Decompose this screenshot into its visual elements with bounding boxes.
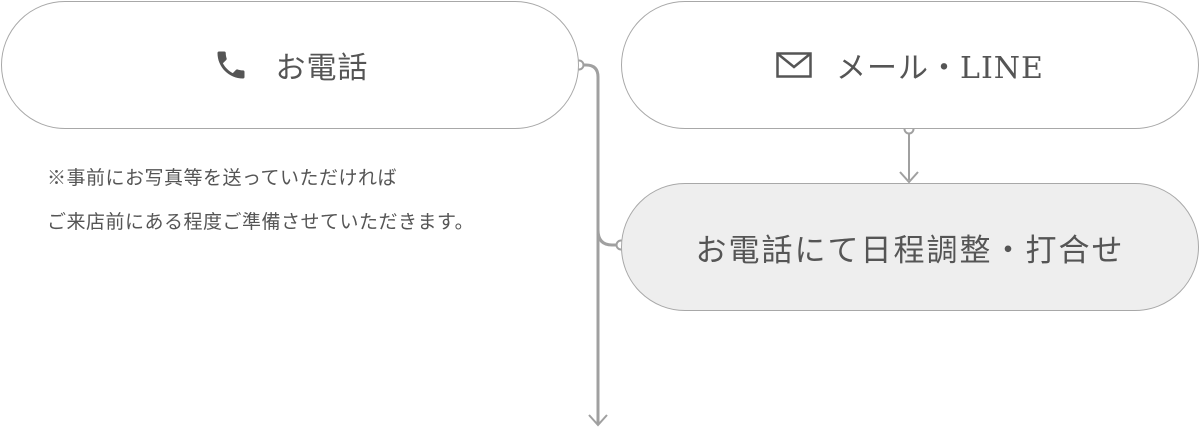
- schedule-step-label: お電話にて日程調整・打合せ: [695, 232, 1125, 269]
- arrowhead-mail-down: [899, 171, 919, 184]
- connector-phone-to-schedule: [596, 229, 620, 247]
- schedule-step-box: お電話にて日程調整・打合せ: [621, 183, 1199, 311]
- mail-button-label: メール・LINE: [836, 51, 1044, 86]
- phone-note-line-1: ※事前にお写真等を送っていただければ: [47, 167, 398, 189]
- connector-phone-down: [579, 63, 600, 424]
- arrowhead-phone-down: [588, 414, 608, 427]
- phone-button[interactable]: お電話: [1, 1, 579, 129]
- mail-line-button[interactable]: メール・LINE: [621, 1, 1199, 129]
- phone-button-label: お電話: [275, 51, 369, 86]
- phone-icon: [212, 47, 250, 83]
- envelope-icon: [776, 52, 812, 78]
- phone-note-line-2: ご来店前にある程度ご準備させていただきます。: [47, 211, 475, 233]
